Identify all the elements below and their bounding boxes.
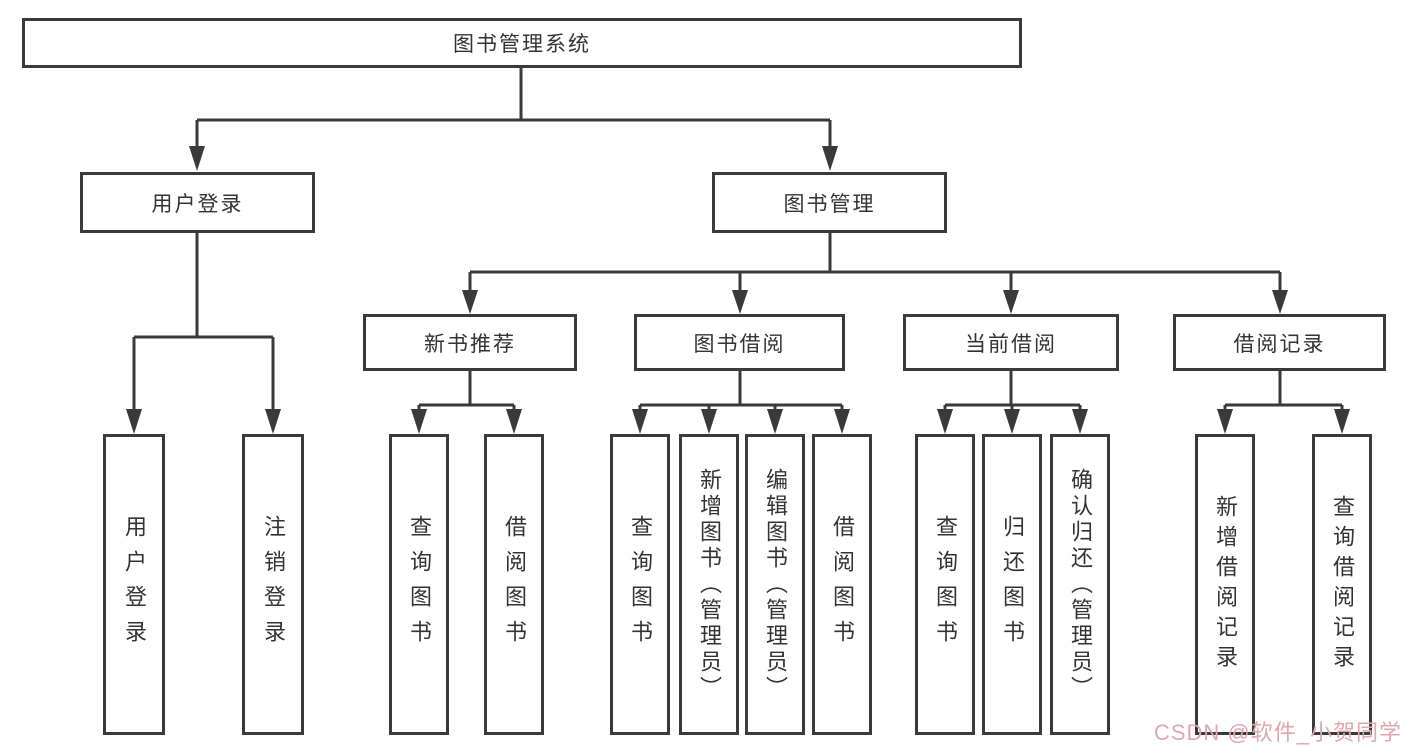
leaf-query-books-recommend: 查询图书	[389, 434, 449, 735]
leaf-return-books: 归还图书	[982, 434, 1042, 735]
leaf-label: 新增图书（管理员）	[697, 467, 722, 702]
leaf-borrow-books: 借阅图书	[812, 434, 872, 735]
leaf-label: 查询图书	[628, 514, 653, 655]
node-library-system: 图书管理系统	[22, 18, 1022, 68]
node-book-borrow: 图书借阅	[634, 314, 845, 371]
node-borrow-records: 借阅记录	[1173, 314, 1386, 371]
leaf-add-borrow-record: 新增借阅记录	[1195, 434, 1255, 735]
node-book-management: 图书管理	[712, 172, 947, 233]
leaf-logout: 注销登录	[242, 434, 304, 735]
leaf-query-books-borrow: 查询图书	[610, 434, 670, 735]
leaf-label: 借阅图书	[830, 514, 855, 655]
arrowheads	[126, 146, 1350, 434]
leaf-label: 查询图书	[933, 514, 958, 655]
leaf-label: 用户登录	[122, 514, 147, 655]
leaf-borrow-books-recommend: 借阅图书	[484, 434, 544, 735]
leaf-label: 借阅图书	[502, 514, 527, 655]
leaf-query-borrow-record: 查询借阅记录	[1312, 434, 1372, 735]
leaf-query-books-current: 查询图书	[915, 434, 975, 735]
leaf-add-books-admin: 新增图书（管理员）	[679, 434, 739, 735]
node-current-borrow: 当前借阅	[903, 314, 1119, 371]
leaf-label: 查询借阅记录	[1330, 494, 1355, 675]
connector-stems	[132, 68, 1344, 412]
leaf-label: 注销登录	[261, 514, 286, 655]
watermark: CSDN @软件_小贺同学	[1153, 720, 1402, 745]
leaf-label: 查询图书	[407, 514, 432, 655]
node-user-login: 用户登录	[80, 172, 315, 233]
leaf-edit-books-admin: 编辑图书（管理员）	[745, 434, 805, 735]
leaf-user-login: 用户登录	[103, 434, 165, 735]
leaf-label: 确认归还（管理员）	[1068, 467, 1093, 702]
leaf-label: 编辑图书（管理员）	[763, 467, 788, 702]
leaf-label: 新增借阅记录	[1213, 494, 1238, 675]
node-new-book-recommend: 新书推荐	[363, 314, 577, 371]
leaf-label: 归还图书	[1000, 514, 1025, 655]
leaf-confirm-return-admin: 确认归还（管理员）	[1050, 434, 1110, 735]
